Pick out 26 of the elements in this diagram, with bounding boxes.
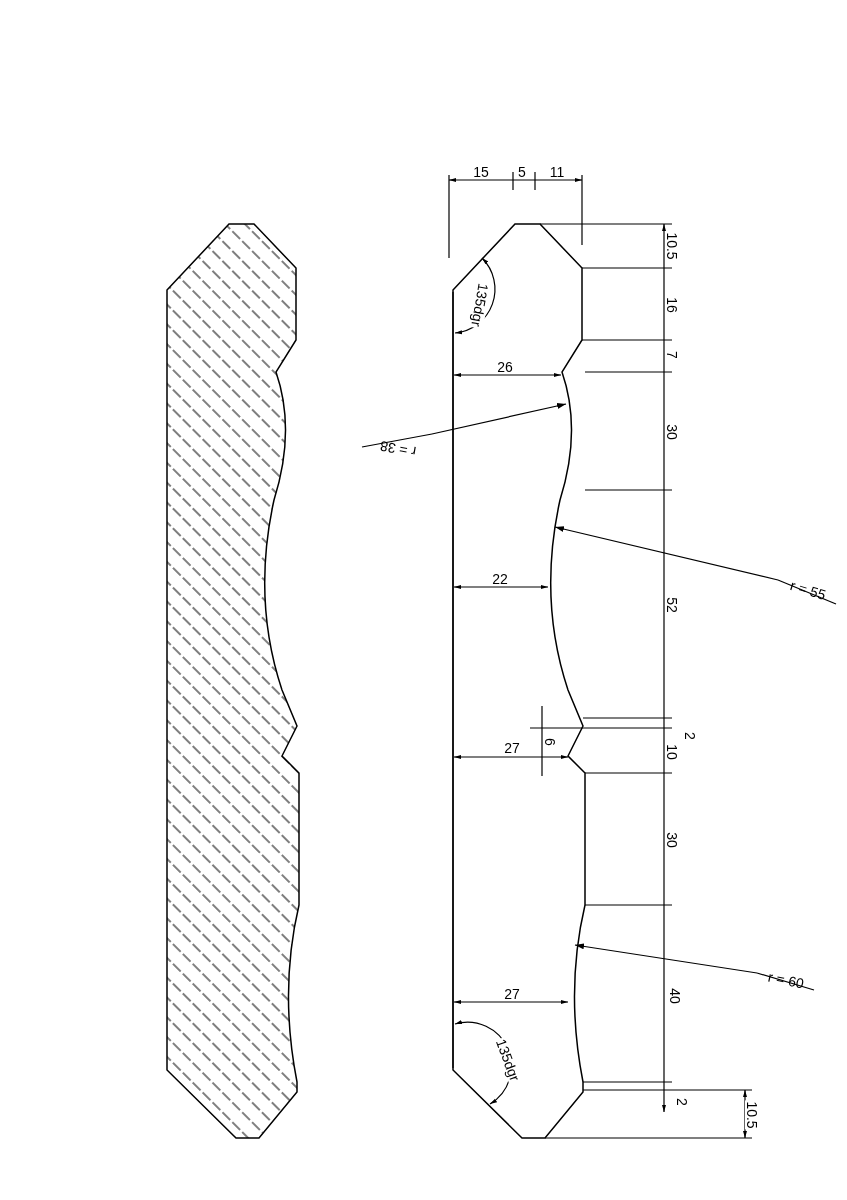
leader-line — [574, 943, 758, 974]
dimension-label: 27 — [503, 987, 521, 1001]
dimension-label: 5 — [517, 165, 527, 179]
dimension-label: 10 — [665, 743, 679, 761]
dimension-label: 22 — [491, 572, 509, 586]
dimension-label: 2 — [683, 731, 697, 741]
leader-line — [554, 526, 779, 581]
dimension-label: 52 — [665, 596, 679, 614]
leader-line — [431, 403, 567, 435]
dimension-label: 40 — [668, 987, 682, 1005]
dimension-label: 7 — [665, 350, 679, 360]
dimension-label: 30 — [665, 423, 679, 441]
radius-label: r = 38 — [378, 438, 418, 460]
radius-label: r = 60 — [766, 969, 806, 991]
dimension-label: 15 — [472, 165, 490, 179]
dimension-label: 2 — [675, 1097, 689, 1107]
dimension-label: 10.5 — [665, 231, 679, 261]
dimension-label: 16 — [665, 296, 679, 314]
dimension-label: 27 — [503, 741, 521, 755]
dimension-label: 135dgr — [469, 281, 491, 329]
dimension-label: 11 — [548, 165, 566, 179]
radius-label: r = 55 — [788, 578, 828, 602]
dimension-label: 30 — [665, 831, 679, 849]
dimension-label: 6 — [543, 737, 557, 747]
dimension-label: 10.5 — [745, 1100, 759, 1130]
dimension-label: 26 — [496, 360, 514, 374]
